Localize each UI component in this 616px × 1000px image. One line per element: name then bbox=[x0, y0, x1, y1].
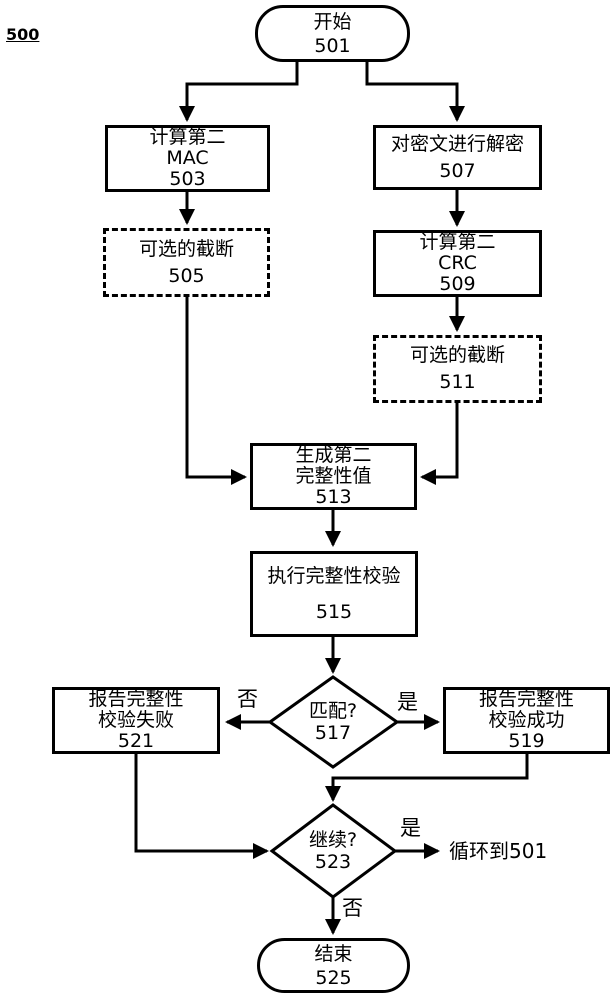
node-decrypt-ciphertext: 对密文进行解密 507 bbox=[373, 125, 542, 190]
node-optional-truncation-505-label: 可选的截断 bbox=[138, 237, 234, 260]
node-519-line1: 报告完整性 bbox=[478, 688, 574, 710]
node-521-line1: 报告完整性 bbox=[88, 688, 184, 710]
decision-continue-question: 继续? bbox=[308, 829, 358, 851]
edge-label-match-yes: 是 bbox=[397, 690, 418, 714]
decision-continue-shape bbox=[269, 803, 398, 899]
edge-521-to-523 bbox=[134, 754, 269, 859]
decision-match-number: 517 bbox=[314, 722, 352, 744]
edge-label-loop-to-start: 循环到501 bbox=[449, 839, 548, 863]
decision-match-question: 匹配? bbox=[308, 700, 358, 722]
node-519-line2: 校验成功 bbox=[488, 709, 565, 731]
edge-start-to-507 bbox=[365, 62, 465, 122]
edge-519-to-523 bbox=[325, 754, 529, 802]
node-519-number: 519 bbox=[508, 730, 545, 752]
node-calc-second-crc-line2: CRC bbox=[438, 252, 477, 274]
node-513-line2: 完整性值 bbox=[295, 465, 372, 487]
decision-continue-number: 523 bbox=[314, 851, 352, 873]
node-generate-second-integrity-value: 生成第二 完整性值 513 bbox=[250, 443, 417, 510]
node-end: 结束 525 bbox=[257, 938, 410, 993]
node-513-number: 513 bbox=[315, 486, 352, 508]
node-end-number: 525 bbox=[315, 966, 352, 989]
decision-match-text: 匹配? 517 bbox=[273, 699, 393, 745]
node-decrypt-ciphertext-label: 对密文进行解密 bbox=[390, 132, 524, 155]
node-start-label: 开始 bbox=[313, 10, 352, 33]
node-optional-truncation-505-number: 505 bbox=[168, 264, 205, 287]
node-end-label: 结束 bbox=[314, 942, 353, 965]
node-calc-second-mac-line2: MAC bbox=[166, 147, 209, 169]
node-calc-second-mac: 计算第二 MAC 503 bbox=[105, 125, 270, 192]
node-decrypt-ciphertext-number: 507 bbox=[439, 159, 476, 182]
edge-label-continue-no: 否 bbox=[342, 896, 363, 920]
node-start: 开始 501 bbox=[255, 5, 410, 62]
figure-label: 500 bbox=[6, 25, 40, 44]
node-calc-second-mac-number: 503 bbox=[169, 168, 206, 190]
edge-start-to-503 bbox=[179, 62, 299, 122]
node-calc-second-mac-line1: 计算第二 bbox=[149, 126, 226, 148]
node-521-number: 521 bbox=[117, 730, 155, 752]
edge-label-match-no: 否 bbox=[237, 687, 258, 711]
node-515-number: 515 bbox=[315, 601, 353, 623]
node-calc-second-crc-line1: 计算第二 bbox=[419, 231, 496, 253]
edge-label-continue-yes: 是 bbox=[400, 816, 421, 840]
node-optional-truncation-511: 可选的截断 511 bbox=[373, 335, 542, 403]
node-report-success: 报告完整性 校验成功 519 bbox=[443, 687, 610, 754]
node-optional-truncation-511-number: 511 bbox=[439, 371, 476, 393]
node-report-failure: 报告完整性 校验失败 521 bbox=[52, 687, 220, 754]
node-optional-truncation-505: 可选的截断 505 bbox=[103, 228, 270, 297]
node-521-line2: 校验失败 bbox=[97, 709, 174, 731]
node-calc-second-crc-number: 509 bbox=[439, 273, 476, 295]
decision-continue-text: 继续? 523 bbox=[273, 828, 393, 874]
node-optional-truncation-511-label: 可选的截断 bbox=[409, 344, 505, 366]
node-513-line1: 生成第二 bbox=[295, 444, 372, 466]
node-515-label: 执行完整性校验 bbox=[267, 565, 401, 587]
edge-505-to-513 bbox=[185, 297, 247, 485]
node-calc-second-crc: 计算第二 CRC 509 bbox=[373, 230, 542, 297]
edge-511-to-513 bbox=[420, 403, 459, 485]
node-start-number: 501 bbox=[314, 34, 351, 57]
decision-match-shape bbox=[267, 675, 400, 769]
node-perform-integrity-check: 执行完整性校验 515 bbox=[250, 551, 418, 637]
